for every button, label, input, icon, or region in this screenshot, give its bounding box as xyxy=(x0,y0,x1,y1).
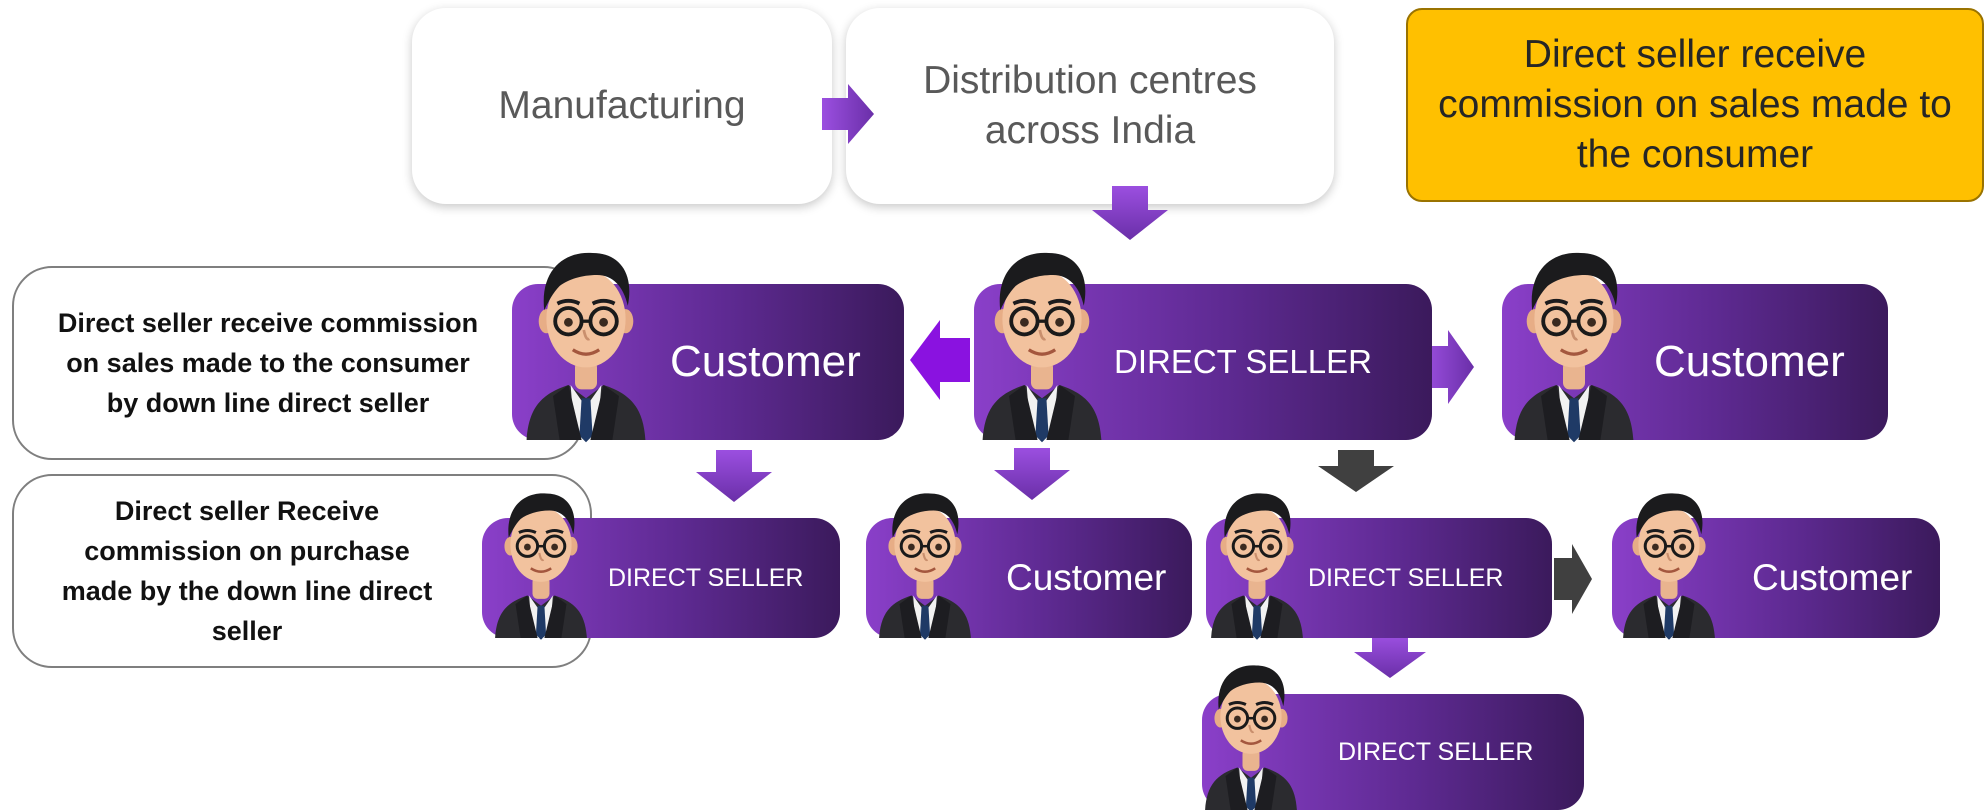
customer-label: Customer xyxy=(670,337,861,386)
note-purchase-text: Direct seller Receive commission on purc… xyxy=(61,496,433,646)
arrow-down-icon xyxy=(994,448,1070,500)
person-avatar-icon xyxy=(1618,484,1720,640)
manufacturing-box: Manufacturing xyxy=(412,8,832,204)
distribution-label: Distribution centres across India xyxy=(923,59,1257,152)
note-sales-commission: Direct seller receive commission on sale… xyxy=(12,266,584,460)
direct-seller-label: DIRECT SELLER xyxy=(1308,563,1504,592)
arrow-right-icon xyxy=(1424,330,1474,404)
customer-label: Customer xyxy=(1752,557,1913,598)
person-avatar-icon xyxy=(1206,484,1308,640)
arrow-down-icon xyxy=(1318,450,1394,492)
commission-callout-text: Direct seller receive commission on sale… xyxy=(1438,33,1952,176)
arrow-left-icon xyxy=(910,320,970,400)
direct-seller-label: DIRECT SELLER xyxy=(1114,343,1372,380)
note-sales-text: Direct seller receive commission on sale… xyxy=(57,308,479,418)
arrow-right-icon xyxy=(822,84,874,144)
distribution-box: Distribution centres across India xyxy=(846,8,1334,204)
direct-seller-label: DIRECT SELLER xyxy=(608,563,804,592)
person-avatar-icon xyxy=(1200,654,1302,810)
person-avatar-icon xyxy=(874,484,976,640)
arrow-down-icon xyxy=(1354,636,1426,678)
customer-label: Customer xyxy=(1654,337,1845,386)
commission-callout: Direct seller receive commission on sale… xyxy=(1406,8,1984,202)
arrow-right-icon xyxy=(1554,544,1592,614)
manufacturing-label: Manufacturing xyxy=(498,84,746,127)
arrow-down-icon xyxy=(1092,186,1168,240)
direct-seller-label: DIRECT SELLER xyxy=(1338,737,1534,766)
person-avatar-icon xyxy=(490,484,592,640)
person-avatar-icon xyxy=(520,240,652,443)
arrow-down-icon xyxy=(696,450,772,502)
customer-label: Customer xyxy=(1006,557,1167,598)
person-avatar-icon xyxy=(976,240,1108,443)
person-avatar-icon xyxy=(1508,240,1640,443)
